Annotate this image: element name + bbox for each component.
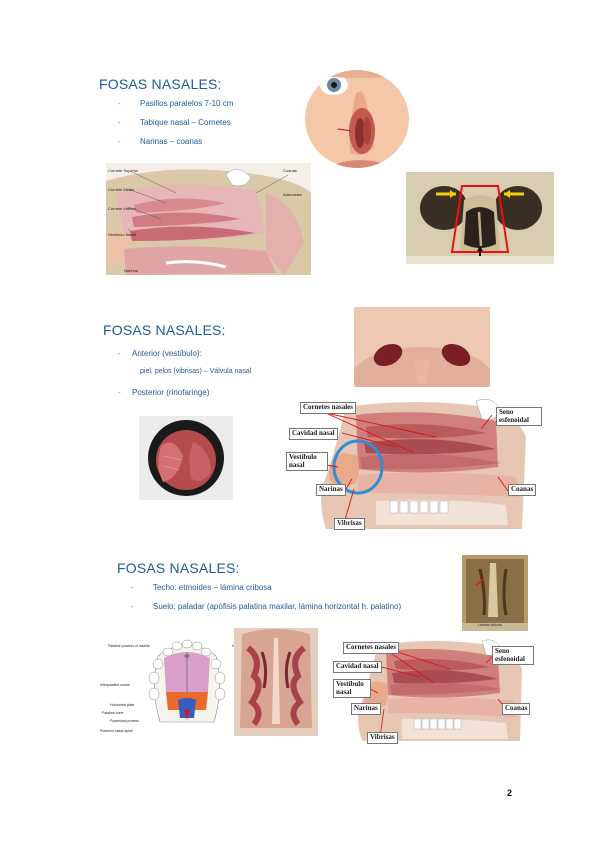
section2-bullet-anterior: -Anterior (vestíbulo):	[118, 349, 202, 358]
nostrils-photo	[354, 307, 490, 387]
section1-bullet-3: -Narinas – coanas	[118, 137, 203, 146]
label-cavidad-nasal-2: Cavidad nasal	[333, 661, 382, 673]
skull-frontal-image	[406, 172, 554, 264]
section1-title: FOSAS NASALES:	[99, 76, 222, 92]
section1-bullet-2: -Tabique nasal – Cornetes	[118, 118, 231, 127]
nose-closeup-image	[305, 70, 409, 168]
label-palatine-process: Palatine process of maxilla	[108, 644, 150, 648]
label-coanas: Coanas	[283, 168, 297, 173]
section2-sub-anterior: piel, pelos (vibrisas) – Válvula nasal	[140, 368, 252, 375]
label-vestibulo-nasal: Vestíbulo Nasal	[108, 232, 136, 237]
label-posterior-nasal-spine: Posterior nasal spine	[100, 729, 133, 733]
section2-title: FOSAS NASALES:	[103, 322, 226, 338]
label-lamina-cribosa: Lamina cribosa	[478, 623, 502, 627]
label-narinas-2: Narinas	[351, 703, 381, 715]
sagittal-nasal-diagram	[286, 397, 544, 529]
label-cornete-inferior: Cornete Inferior	[108, 206, 136, 211]
label-cornetes-nasales-2: Cornetes nasales	[343, 642, 399, 654]
label-pyramidal-process: Pyramidal process	[110, 719, 139, 723]
label-palatine-bone: Palatine bone	[102, 711, 124, 715]
label-cavidad-nasal: Cavidad nasal	[289, 428, 338, 440]
section2-bullet-posterior: -Posterior (rinofaringe)	[118, 388, 210, 397]
label-coanas-2: Coanas	[502, 703, 531, 715]
page-number: 2	[507, 788, 513, 798]
label-cornetes-nasales: Cornetes nasales	[300, 402, 356, 414]
label-coanas: Coanas	[508, 484, 537, 496]
section3-title: FOSAS NASALES:	[117, 560, 240, 576]
section1-bullet-1: -Pasillos paralelos 7-10 cm	[118, 99, 234, 108]
endoscopic-image	[139, 416, 233, 500]
label-seno-esfenoidal-2: Seno esfenoidal	[492, 646, 534, 666]
label-narinas: Narinas	[124, 268, 138, 273]
cribriform-plate-photo	[462, 555, 528, 631]
label-vestibulo-nasal-2: Vestíbulo nasal	[333, 679, 371, 699]
label-horizontal-plate: Horizontal plate	[110, 703, 135, 707]
coronal-nasal-section-image	[234, 628, 318, 736]
section3-bullet-1: -Techo: etmoides – lámina cribosa	[131, 583, 272, 592]
label-interpalatine-suture: Interpalatine suture	[100, 683, 130, 687]
label-adenoides: Adenoides	[283, 192, 302, 197]
label-cornete-medio: Cornete Medio	[108, 187, 135, 192]
label-seno-esfenoidal: Seno esfenoidal	[496, 407, 542, 427]
label-vibrisas: Vibrisas	[334, 518, 365, 530]
palate-inferior-diagram	[144, 638, 230, 738]
label-vestibulo-nasal: Vestíbulo nasal	[286, 452, 328, 472]
label-narinas: Narinas	[316, 484, 346, 496]
lateral-nasal-anatomy-image	[106, 163, 311, 275]
label-vibrisas-2: Vibrisas	[367, 732, 398, 744]
section3-bullet-2: -Suelo: paladar (apófisis palatina maxil…	[131, 602, 402, 611]
label-cornete-superior: Cornete Superior	[108, 168, 139, 173]
